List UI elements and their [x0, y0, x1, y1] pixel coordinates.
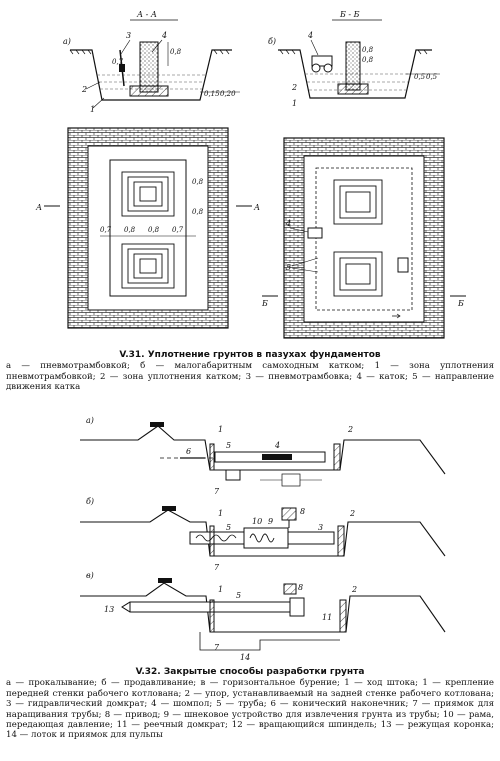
- dim-b-1: 0,8: [362, 46, 374, 54]
- label-b-1: 1: [292, 99, 297, 108]
- v32b-label-2: 2: [349, 509, 355, 518]
- plan-a-dim-3: 0,8: [148, 226, 160, 234]
- v32-view-c: в): [86, 571, 94, 580]
- trench-diagram-c: в) 1 2 5 7 8 11 13 14: [80, 571, 446, 662]
- v32a-label-4: 4: [274, 441, 280, 450]
- dim-a-2: 0,7: [112, 58, 124, 66]
- plan-b: 4 5 Б Б: [261, 137, 466, 339]
- v32c-label-13: 13: [104, 605, 114, 614]
- section-bb-title: Б - Б: [339, 10, 360, 19]
- v32-view-b: б): [86, 497, 94, 506]
- v32a-label-5: 5: [226, 441, 231, 450]
- section-aa-title: А - А: [136, 10, 157, 19]
- dim-a-1: 0,8: [170, 48, 182, 56]
- view-b-label: б): [268, 37, 276, 46]
- plan-a-mark-left: А: [35, 203, 42, 212]
- caption-v32-text: а — прокалывание; б — продавливание; в —…: [6, 678, 494, 741]
- v32b-label-5: 5: [226, 523, 231, 532]
- section-b: б) Б - Б 0,8 0,8 0,5 0,5 1 2 4: [268, 10, 440, 108]
- plan-a: А А 0,7 0,8 0,8 0,7 0,8 0,8: [35, 127, 260, 329]
- caption-v32-title: V.32. Закрытые способы разработки грунта: [135, 667, 365, 677]
- label-b-4: 4: [307, 31, 313, 40]
- plan-a-dim-4: 0,7: [172, 226, 184, 234]
- v32c-label-11: 11: [322, 613, 332, 622]
- label-a-3: 3: [126, 31, 131, 40]
- plan-a-dim-2: 0,8: [124, 226, 136, 234]
- v32c-label-8: 8: [298, 583, 303, 592]
- dim-b-4: 0,5: [426, 73, 438, 81]
- label-a-4: 4: [161, 31, 167, 40]
- dim-a-3: 0,15: [204, 90, 220, 98]
- caption-v32: V.32. Закрытые способы разработки грунта…: [6, 667, 494, 741]
- v32b-label-9: 9: [268, 517, 273, 526]
- view-a-label: а): [63, 37, 71, 46]
- label-b-2: 2: [291, 83, 297, 92]
- v32b-label-8: 8: [300, 507, 305, 516]
- v32b-label-3: 3: [318, 523, 323, 532]
- plan-a-mark-right: А: [253, 203, 260, 212]
- plan-b-label-4: 4: [285, 219, 291, 228]
- dim-a-4: 0,20: [220, 90, 236, 98]
- v32c-label-5: 5: [236, 591, 241, 600]
- v32b-label-1: 1: [218, 509, 223, 518]
- v32a-label-2: 2: [347, 425, 353, 434]
- dim-b-2: 0,8: [362, 56, 374, 64]
- plan-b-label-5: 5: [286, 263, 291, 272]
- plan-a-dim-1: 0,7: [100, 226, 112, 234]
- caption-v31-text: а — пневмотрамбовкой; б — малогабаритным…: [6, 361, 494, 393]
- caption-v31-title: V.31. Уплотнение грунтов в пазухах фунда…: [119, 350, 381, 360]
- plan-b-mark-left: Б: [261, 299, 268, 308]
- trench-diagram-b: б) 1 2 3 5 7 8 9 10: [80, 497, 446, 572]
- v32a-label-6: 6: [186, 447, 191, 456]
- v32b-label-7: 7: [214, 563, 220, 572]
- label-a-1: 1: [90, 105, 95, 114]
- dim-b-3: 0,5: [414, 73, 426, 81]
- v32b-label-10: 10: [252, 517, 262, 526]
- v32c-label-2: 2: [351, 585, 357, 594]
- section-a: а) А - А 0,8 0,7 0,15 0,20 1 2 3 4: [63, 10, 240, 114]
- plan-a-dim-6: 0,8: [192, 208, 204, 216]
- v32c-label-14: 14: [240, 653, 250, 662]
- v32c-label-7: 7: [214, 643, 220, 652]
- trench-diagram-a: а) 1 2 4 5 6 7: [80, 416, 446, 496]
- caption-v31: V.31. Уплотнение грунтов в пазухах фунда…: [6, 350, 494, 393]
- label-a-2: 2: [81, 85, 87, 94]
- v32-view-a: а): [86, 416, 94, 425]
- v32a-label-1: 1: [218, 425, 223, 434]
- plan-b-mark-right: Б: [457, 299, 464, 308]
- plan-a-dim-5: 0,8: [192, 178, 204, 186]
- v32a-label-7: 7: [214, 487, 220, 496]
- v32c-label-1: 1: [218, 585, 223, 594]
